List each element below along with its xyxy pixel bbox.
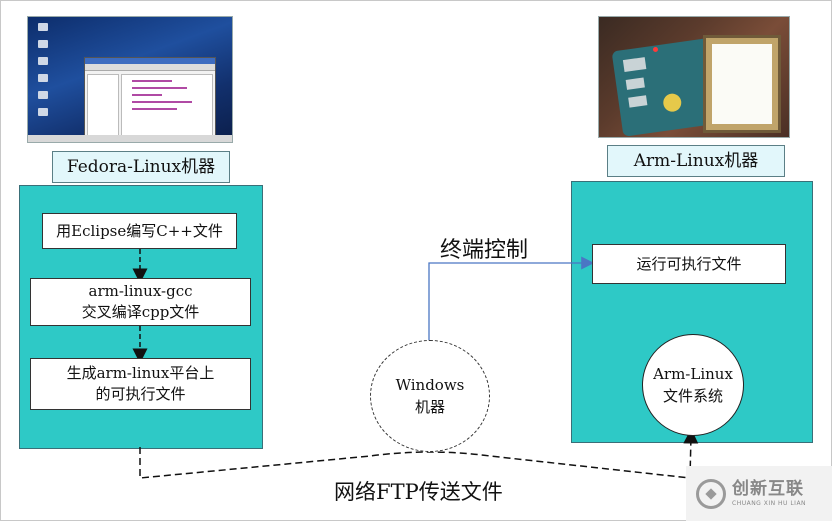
- filesystem-line-2: 文件系统: [662, 387, 723, 405]
- windows-line-2: 机器: [414, 398, 445, 416]
- filesystem-line-1: Arm-Linux: [653, 365, 733, 383]
- arm-filesystem-node: Arm-Linux 文件系统: [642, 334, 744, 436]
- step-generate-line-1: 生成arm-linux平台上: [66, 364, 215, 382]
- terminal-control-line: [428, 256, 595, 340]
- step-cross-compile: arm-linux-gcc 交叉编译cpp文件: [30, 278, 251, 326]
- step-run-text: 运行可执行文件: [636, 254, 742, 273]
- arm-board-photo: [598, 16, 790, 138]
- fedora-desktop-screenshot: [27, 16, 233, 143]
- terminal-control-label: 终端控制: [440, 238, 529, 263]
- step-generate-line-2: 的可执行文件: [95, 385, 186, 403]
- watermark: 创新互联 CHUANG XIN HU LIAN: [686, 466, 832, 521]
- brand-name-en: CHUANG XIN HU LIAN: [732, 499, 807, 507]
- step-cross-compile-line-2: 交叉编译cpp文件: [81, 303, 200, 321]
- fedora-caption: Fedora-Linux机器: [52, 151, 230, 183]
- step-edit-cpp: 用Eclipse编写C++文件: [42, 213, 237, 249]
- brand-name-cn: 创新互联: [732, 478, 804, 499]
- ftp-transfer-line: [139, 428, 699, 479]
- step-run-executable: 运行可执行文件: [592, 244, 786, 284]
- windows-line-1: Windows: [395, 376, 465, 394]
- lcd-screen-image: [703, 35, 781, 133]
- windows-machine-node: Windows 机器: [370, 340, 490, 452]
- eclipse-window-image: [84, 57, 216, 142]
- step-edit-cpp-text: 用Eclipse编写C++文件: [56, 221, 223, 240]
- led-image: [653, 47, 658, 52]
- brand-text: 创新互联 CHUANG XIN HU LIAN: [732, 478, 807, 507]
- desktop-icons: [34, 23, 56, 125]
- taskbar-image: [28, 135, 232, 142]
- step-generate-executable: 生成arm-linux平台上 的可执行文件: [30, 358, 251, 410]
- arm-caption: Arm-Linux机器: [607, 145, 785, 177]
- brand-logo-icon: [696, 478, 726, 509]
- step-cross-compile-line-1: arm-linux-gcc: [88, 282, 193, 300]
- ftp-transfer-label: 网络FTP传送文件: [334, 480, 503, 504]
